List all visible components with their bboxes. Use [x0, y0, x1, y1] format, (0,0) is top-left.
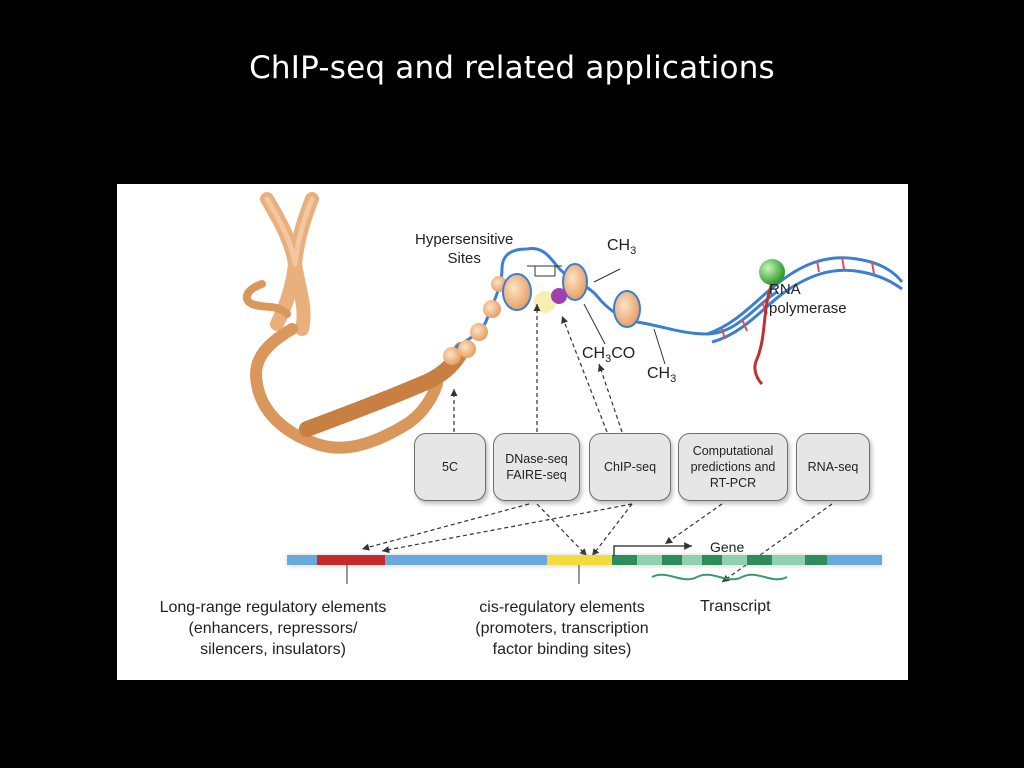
rna-polymerase-icon: [759, 259, 785, 285]
chromosome-icon: [260, 192, 319, 336]
slide-title: ChIP-seq and related applications: [249, 50, 775, 86]
transcription-start-arrow: [613, 542, 692, 556]
ch3-top-label: CH3: [607, 237, 637, 258]
dna-double-helix: [706, 256, 904, 386]
hypersensitive-sites-label: Hypersensitive Sites: [415, 231, 514, 267]
diagram-canvas: [242, 192, 904, 584]
method-box-5c: 5C: [414, 433, 486, 501]
genome-bar: [287, 555, 882, 584]
cis-regulatory-element: [547, 555, 612, 565]
method-box-dnase-faire: DNase-seq FAIRE-seq: [493, 433, 580, 501]
gene-label: Gene: [710, 539, 745, 555]
histone-modification-icon: [551, 288, 567, 304]
transcript-label: Transcript: [700, 598, 771, 615]
chromatin-fiber: [242, 280, 470, 454]
ch3-bottom-label: CH3: [647, 365, 677, 386]
method-box-computational: Computational predictions and RT-PCR: [678, 433, 788, 501]
diagram-figure: Hypersensitive Sites CH3 CH3CO CH3 RNA p…: [117, 184, 908, 680]
ch3co-label: CH3CO: [582, 345, 636, 366]
long-range-element: [317, 555, 385, 565]
method-box-rna-seq: RNA-seq: [796, 433, 870, 501]
nucleosome-chain: [443, 246, 778, 365]
label-leader-lines: [527, 265, 666, 365]
method-arrows-up: [450, 304, 623, 433]
rna-polymerase-label: RNA polymerase: [769, 281, 847, 317]
method-arrows-down: [361, 503, 833, 583]
cis-regulatory-elements-label: cis-regulatory elements (promoters, tran…: [475, 599, 649, 658]
transcript-wave: [651, 573, 788, 581]
long-range-elements-label: Long-range regulatory elements (enhancer…: [159, 599, 387, 658]
method-box-chip-seq: ChIP-seq: [589, 433, 671, 501]
